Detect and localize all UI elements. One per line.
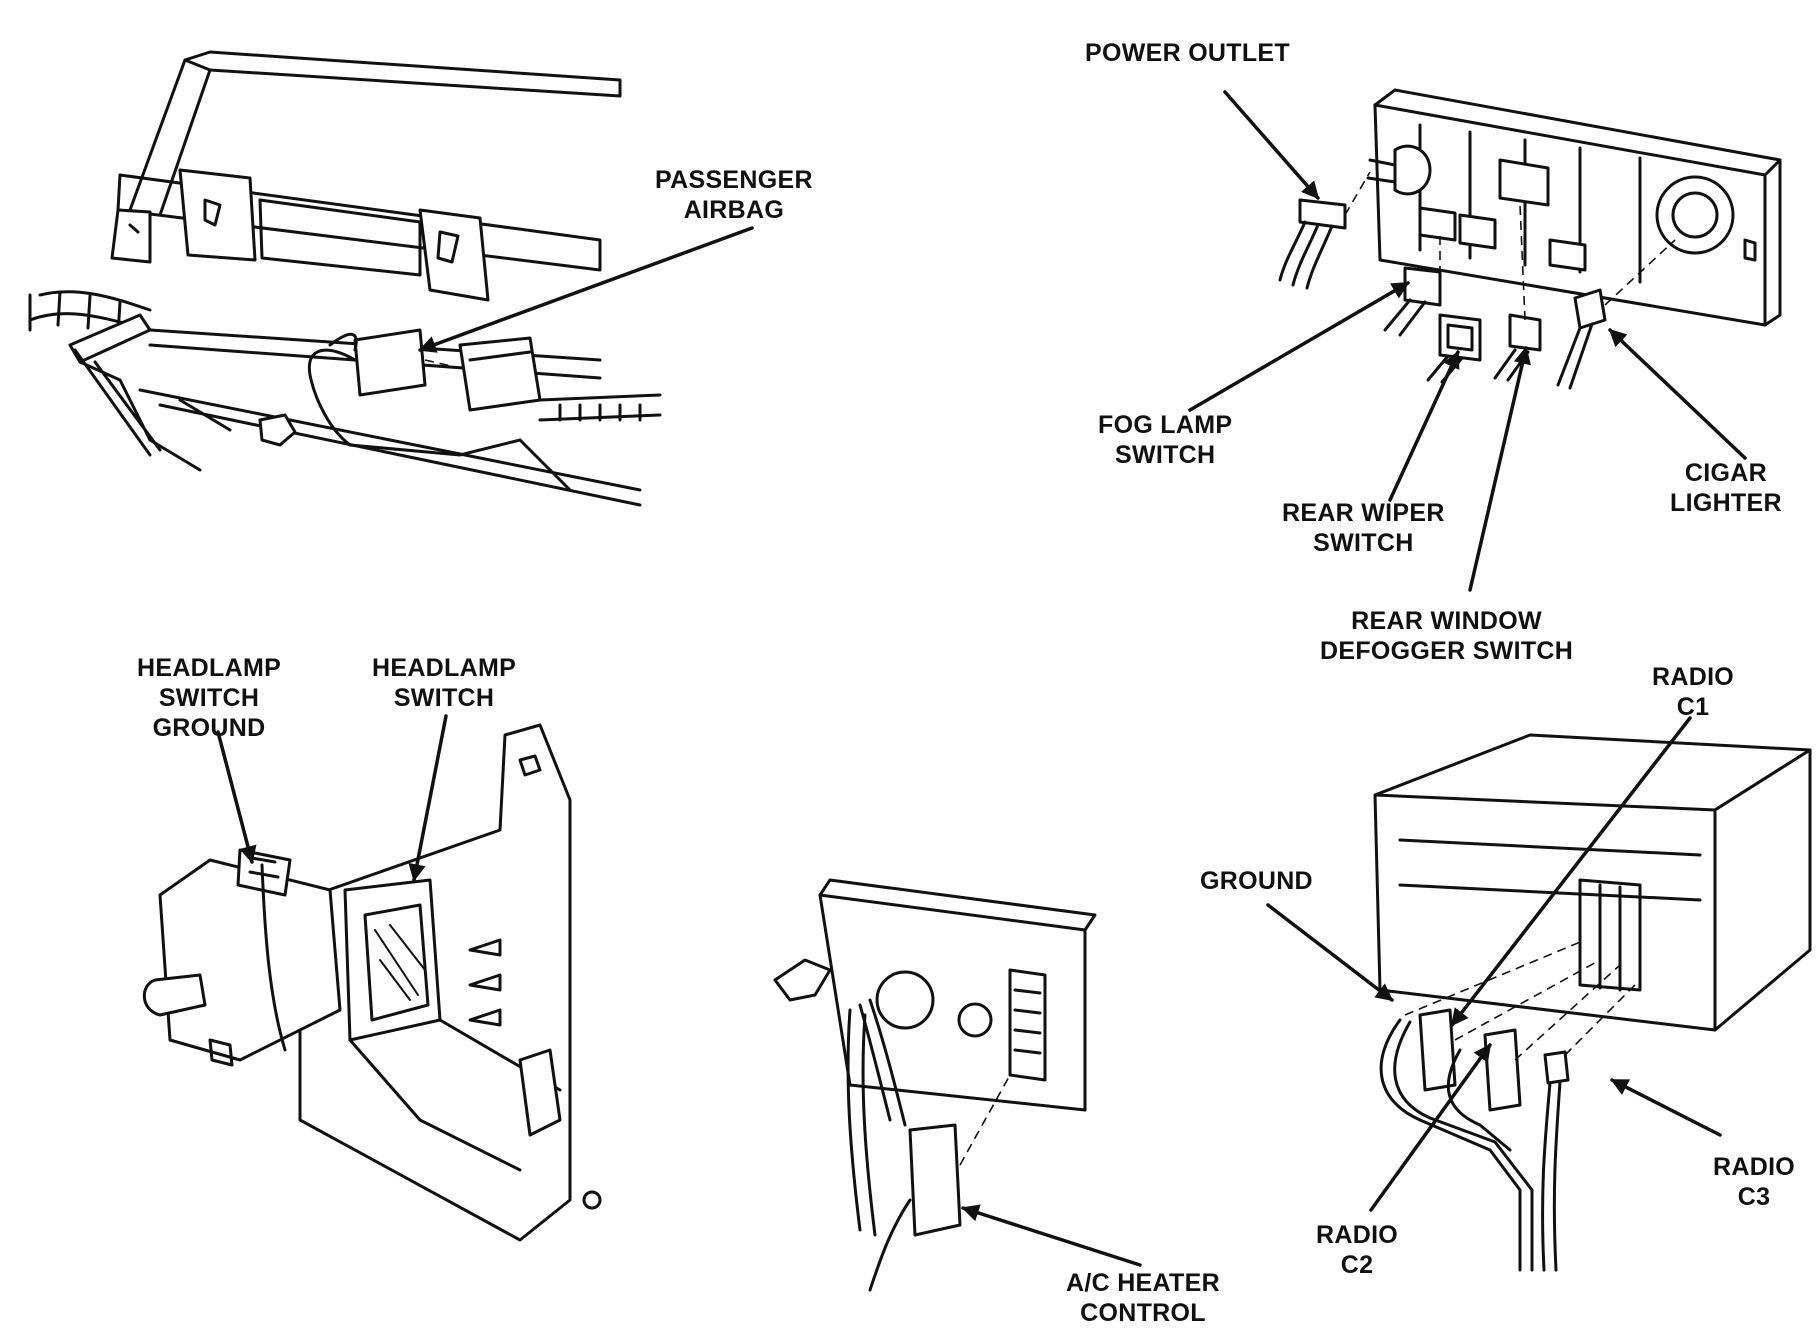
label-headlamp-switch-ground: HEADLAMP SWITCH GROUND <box>137 654 282 742</box>
label-passenger-airbag: PASSENGER AIRBAG <box>655 166 813 224</box>
label-radio-c1: RADIO C1 <box>1652 663 1735 721</box>
label-radio-c3: RADIO C3 <box>1713 1153 1796 1211</box>
label-cigar-lighter: CIGAR LIGHTER <box>1670 459 1782 517</box>
headlamp-switch-drawing <box>142 723 602 1242</box>
label-rear-window-defogger-switch: REAR WINDOW DEFOGGER SWITCH <box>1320 607 1574 665</box>
label-radio-c2: RADIO C2 <box>1316 1221 1399 1279</box>
ac-heater-control-drawing <box>773 878 1097 1292</box>
leader-lines <box>216 90 1747 1267</box>
radio-drawing <box>1373 733 1812 1272</box>
label-fog-lamp-switch: FOG LAMP SWITCH <box>1098 411 1233 469</box>
label-headlamp-switch: HEADLAMP SWITCH <box>372 654 517 712</box>
label-ac-heater-control: A/C HEATER CONTROL <box>1066 1269 1220 1327</box>
label-ground: GROUND <box>1200 867 1313 895</box>
airbag-assembly-drawing <box>28 50 662 507</box>
switch-bank-drawing <box>1278 88 1782 390</box>
label-power-outlet: POWER OUTLET <box>1085 39 1290 67</box>
label-rear-wiper-switch: REAR WIPER SWITCH <box>1282 499 1445 557</box>
